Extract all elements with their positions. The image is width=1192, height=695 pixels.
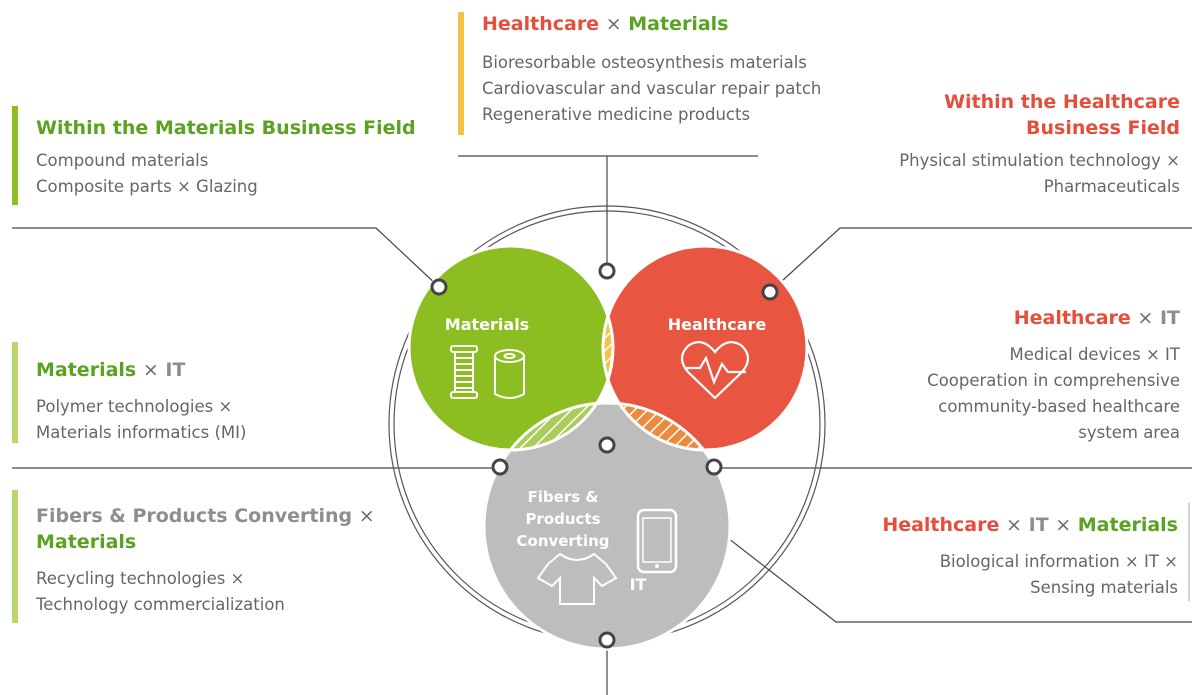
title-separator: × (605, 13, 622, 35)
block-healthcare-it: Healthcare × IT Medical devices × IT Coo… (927, 306, 1180, 446)
title-part-healthcare: Healthcare (482, 13, 600, 35)
title-part-it: IT (1159, 307, 1180, 329)
circle-outlines (407, 244, 809, 651)
title-separator: × (1137, 307, 1154, 329)
block-within-materials: Within the Materials Business Field Comp… (12, 106, 416, 205)
item: Pharmaceuticals (1043, 177, 1180, 196)
block-healthcare-it-materials: Healthcare × IT × Materials Biological i… (882, 503, 1190, 601)
healthcare-label: Healthcare (668, 315, 767, 334)
fibers-label-2: Products (525, 510, 600, 528)
dot-healthcare (761, 283, 779, 301)
title-part-materials: Materials (36, 531, 137, 553)
block-title: Healthcare × IT (927, 306, 1180, 330)
item: Regenerative medicine products (482, 105, 751, 124)
title-part-materials: Materials (1077, 514, 1178, 536)
heartbeat-icon (680, 341, 750, 400)
item: system area (1078, 423, 1180, 442)
item: Recycling technologies × (36, 569, 245, 588)
item: Technology commercialization (36, 595, 285, 614)
healthcare-circle (603, 246, 807, 450)
title-part-it: IT (1028, 514, 1049, 536)
dot-healthcare-it (705, 458, 723, 476)
dot-materials (430, 278, 448, 296)
connector-healthcare (769, 227, 1192, 293)
dot-center (598, 436, 616, 454)
item: Compound materials (36, 151, 209, 170)
title-separator: × (1055, 514, 1072, 536)
title-separator: × (142, 359, 159, 381)
title-separator: × (358, 505, 375, 527)
item: Polymer technologies × (36, 397, 233, 416)
item: Biological information × IT × (939, 552, 1178, 571)
block-title: Within the Materials Business Field (36, 117, 416, 139)
title-part-materials: Materials (36, 359, 137, 381)
block-healthcare-materials: Healthcare × Materials Bioresorbable ost… (458, 12, 822, 135)
tshirt-icon (536, 552, 618, 605)
item: Medical devices × IT (1009, 345, 1180, 364)
item: Physical stimulation technology × (899, 151, 1180, 170)
fibers-label-1: Fibers & (528, 488, 599, 506)
title-part-healthcare: Healthcare (1013, 307, 1131, 329)
title-part-it: IT (165, 359, 186, 381)
it-label: IT (630, 575, 647, 594)
title-separator: × (1006, 514, 1022, 536)
title-part-healthcare: Healthcare (882, 514, 1000, 536)
item: Materials informatics (MI) (36, 423, 247, 442)
materials-label: Materials (445, 315, 529, 334)
accent-bar (458, 12, 464, 135)
block-title-line-1: Fibers & Products Converting × (36, 504, 375, 528)
block-within-healthcare: Within the Healthcare Business Field Phy… (899, 90, 1180, 200)
item: Cooperation in comprehensive (927, 371, 1180, 390)
accent-bar (12, 106, 18, 205)
dot-top (598, 262, 616, 280)
fibers-circle (484, 403, 730, 649)
item: Sensing materials (1030, 578, 1178, 597)
item: Composite parts × Glazing (36, 177, 258, 196)
block-title: Healthcare × IT × Materials (882, 513, 1178, 537)
item: Bioresorbable osteosynthesis materials (482, 53, 807, 72)
fabric-roll-icon (494, 349, 525, 399)
block-fibers-materials: Fibers & Products Converting × Materials… (12, 490, 375, 623)
item: Cardiovascular and vascular repair patch (482, 79, 822, 98)
dot-materials-it (491, 458, 509, 476)
smartphone-icon (636, 508, 678, 574)
thread-spool-icon (450, 345, 478, 399)
block-title: Healthcare × Materials (482, 12, 821, 36)
title-part-materials: Materials (628, 13, 729, 35)
dot-bottom (598, 631, 616, 649)
accent-bar (12, 342, 18, 443)
fibers-label-3: Converting (516, 532, 609, 550)
block-title-line-1: Within the Healthcare (944, 91, 1180, 113)
item: community-based healthcare (938, 397, 1180, 416)
block-title: Materials × IT (36, 358, 246, 382)
block-materials-it: Materials × IT Polymer technologies × Ma… (12, 342, 246, 446)
connector-materials (12, 227, 440, 288)
connector-dots (430, 262, 779, 649)
title-part-fibers: Fibers & Products Converting (36, 505, 353, 527)
block-title-line-2: Business Field (1026, 117, 1180, 139)
accent-bar (12, 490, 18, 623)
